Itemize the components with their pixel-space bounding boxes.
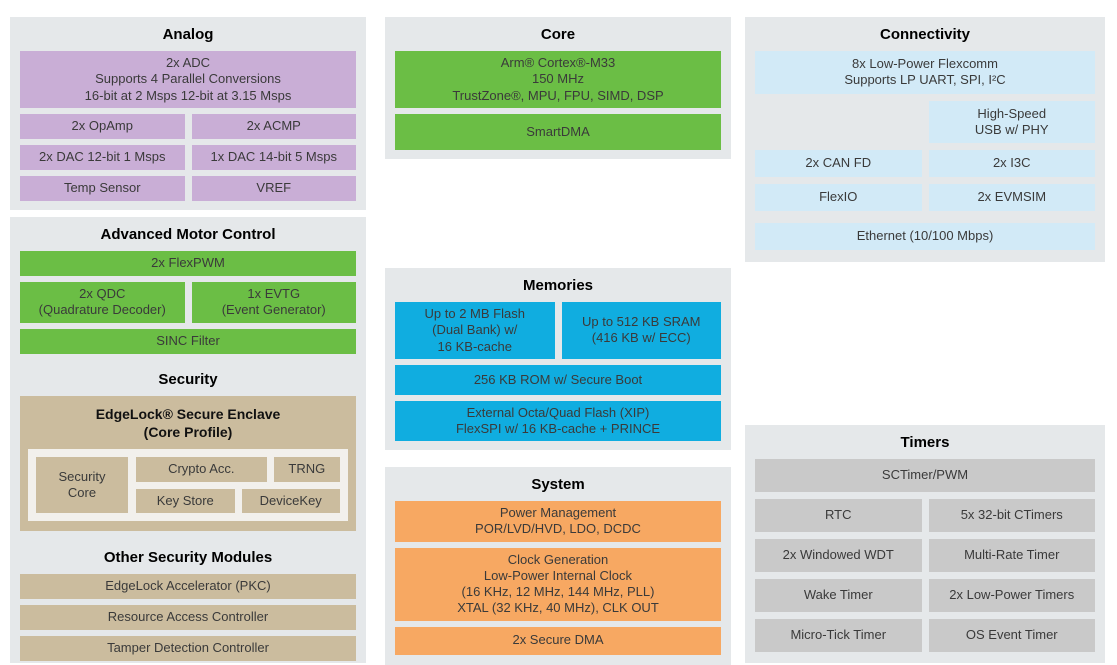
block-micro-tick-timer: Micro-Tick Timer [755,619,922,652]
section-title: Analog [162,26,214,43]
block-external-flash: External Octa/Quad Flash (XIP) FlexSPI w… [395,400,721,442]
block-sctimer: SCTimer/PWM [755,459,1095,492]
block-crypto-acc: Crypto Acc. [136,457,267,482]
block-acmp: 2x ACMP [191,113,356,139]
block-temp-sensor: Temp Sensor [20,175,185,201]
block-key-store: Key Store [136,488,235,513]
section-title: Security [158,371,218,388]
block-multi-rate-timer: Multi-Rate Timer [928,539,1095,572]
block-sinc-filter: SINC Filter [20,328,356,354]
section-connectivity: Connectivity 8x Low-Power Flexcomm Suppo… [745,17,1105,262]
section-timers: Timers SCTimer/PWM RTC 5x 32-bit CTimers… [745,425,1105,663]
block-i3c: 2x I3C [928,150,1095,177]
section-system: System Power Management POR/LVD/HVD, LDO… [385,467,731,665]
block-power-management: Power Management POR/LVD/HVD, LDO, DCDC [395,501,721,542]
section-analog: Analog 2x ADC Supports 4 Parallel Conver… [10,17,366,210]
section-title: Core [540,26,576,43]
connectivity-spacer [755,101,922,144]
block-security-core: Security Core [36,457,128,513]
block-sram: Up to 512 KB SRAM (416 KB w/ ECC) [561,302,721,359]
block-qdc: 2x QDC (Quadrature Decoder) [20,282,185,323]
section-title: Memories [522,277,594,294]
block-flexpwm: 2x FlexPWM [20,251,356,276]
block-device-key: DeviceKey [241,488,340,513]
block-resource-access-controller: Resource Access Controller [20,605,356,630]
section-other-security-modules: Other Security Modules EdgeLock Accelera… [10,540,366,663]
block-clock-generation: Clock Generation Low-Power Internal Cloc… [395,547,721,621]
block-flexio: FlexIO [755,184,922,211]
block-windowed-wdt: 2x Windowed WDT [755,539,922,572]
block-tamper-detection-controller: Tamper Detection Controller [20,636,356,661]
block-evtg: 1x EVTG (Event Generator) [191,282,356,323]
edgelock-secure-enclave: EdgeLock® Secure Enclave (Core Profile) … [20,396,356,531]
block-flexcomm: 8x Low-Power Flexcomm Supports LP UART, … [755,51,1095,94]
section-core: Core Arm® Cortex®-M33 150 MHz TrustZone®… [385,17,731,159]
section-title: Timers [900,434,950,451]
block-dac-14bit: 1x DAC 14-bit 5 Msps [191,144,356,170]
block-dac-12bit: 2x DAC 12-bit 1 Msps [20,144,185,170]
block-smartdma: SmartDMA [395,113,721,150]
block-rtc: RTC [755,499,922,532]
block-adc: 2x ADC Supports 4 Parallel Conversions 1… [20,51,356,108]
section-title: System [531,476,585,493]
block-cortex-m33: Arm® Cortex®-M33 150 MHz TrustZone®, MPU… [395,51,721,108]
block-flash: Up to 2 MB Flash (Dual Bank) w/ 16 KB-ca… [395,302,555,359]
block-secure-dma: 2x Secure DMA [395,626,721,655]
block-ethernet: Ethernet (10/100 Mbps) [755,223,1095,250]
block-trng: TRNG [273,457,340,482]
block-ctimers: 5x 32-bit CTimers [928,499,1095,532]
block-opamp: 2x OpAmp [20,113,185,139]
block-low-power-timers: 2x Low-Power Timers [928,579,1095,612]
block-wake-timer: Wake Timer [755,579,922,612]
section-advanced-motor-control: Advanced Motor Control 2x FlexPWM 2x QDC… [10,217,366,363]
block-can-fd: 2x CAN FD [755,150,922,177]
section-title: Connectivity [879,26,970,43]
section-title: Advanced Motor Control [100,226,276,243]
section-title: Other Security Modules [103,549,273,566]
block-rom: 256 KB ROM w/ Secure Boot [395,364,721,395]
enclave-panel: Security Core Crypto Acc. TRNG Key Store… [28,449,348,521]
section-security: Security EdgeLock® Secure Enclave (Core … [10,362,366,540]
block-edgelock-accelerator: EdgeLock Accelerator (PKC) [20,574,356,599]
block-usb: High-Speed USB w/ PHY [928,100,1095,143]
block-evmsim: 2x EVMSIM [928,184,1095,211]
section-memories: Memories Up to 2 MB Flash (Dual Bank) w/… [385,268,731,451]
block-vref: VREF [191,175,356,201]
block-os-event-timer: OS Event Timer [928,619,1095,652]
enclave-title: EdgeLock® Secure Enclave (Core Profile) [95,406,281,441]
